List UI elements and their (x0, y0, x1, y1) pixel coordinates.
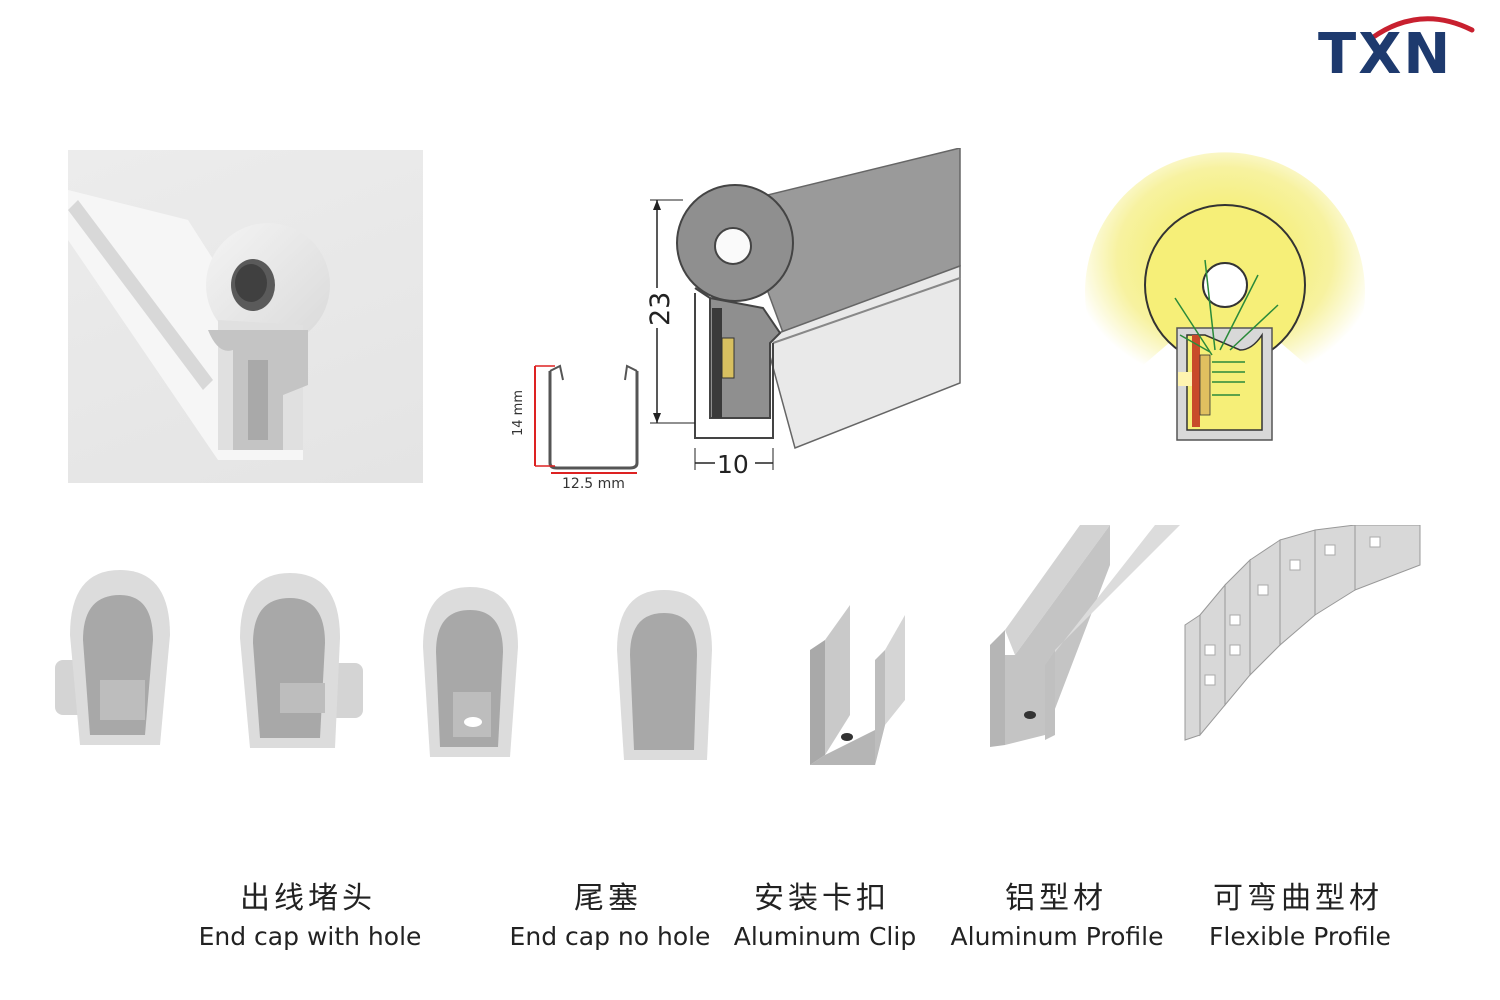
label-en-end-cap-no-hole: End cap no hole (509, 922, 711, 951)
label-en-aluminum-clip: Aluminum Clip (733, 922, 917, 951)
width-dimension-label: 10 (717, 450, 749, 479)
light-emission-svg (1085, 152, 1365, 441)
profile-photo-render (68, 190, 330, 460)
aluminum-profile-image (985, 525, 1185, 750)
clip-width-label: 12.5 mm (562, 476, 625, 492)
label-en-flexible-profile: Flexible Profile (1209, 922, 1391, 951)
label-cn-end-cap-no-hole: 尾塞 (574, 881, 642, 916)
profile-photo (68, 150, 423, 483)
dimension-drawing: 14 mm 12.5 mm 23 10 (505, 147, 965, 498)
brand-logo: TXN (1310, 8, 1480, 87)
dimension-drawing-svg: 14 mm 12.5 mm 23 10 (511, 147, 961, 492)
aluminum-clip-render (810, 605, 905, 765)
end-cap-with-hole-left-image (55, 565, 185, 755)
light-emission-diagram (1080, 150, 1370, 450)
end-cap-with-hole-left-render (55, 570, 170, 745)
end-cap-no-hole-right-image (612, 585, 722, 765)
end-cap-with-hole-right-image (235, 568, 365, 758)
end-cap-with-hole-right-render (240, 573, 363, 748)
label-cn-flexible-profile: 可弯曲型材 (1213, 881, 1383, 916)
flexible-profile-render (1184, 524, 1421, 741)
flexible-profile-image (1180, 524, 1430, 745)
end-cap-no-hole-left-image (418, 582, 528, 762)
clip-height-label: 14 mm (511, 390, 526, 436)
aluminum-profile-render (990, 525, 1180, 747)
end-cap-no-hole-left-render (423, 587, 518, 757)
label-cn-aluminum-clip: 安装卡扣 (754, 881, 890, 916)
label-cn-end-cap-with-hole: 出线堵头 (240, 881, 376, 916)
logo-text: TXN (1318, 22, 1453, 87)
label-cn-aluminum-profile: 铝型材 (1005, 881, 1107, 916)
aluminum-clip-image (805, 605, 915, 770)
height-dimension-label: 23 (645, 292, 676, 326)
logo-swoosh-icon (1369, 16, 1475, 41)
label-en-end-cap-with-hole: End cap with hole (198, 922, 422, 951)
label-en-aluminum-profile: Aluminum Profile (950, 922, 1164, 951)
end-cap-no-hole-right-render (617, 590, 712, 760)
